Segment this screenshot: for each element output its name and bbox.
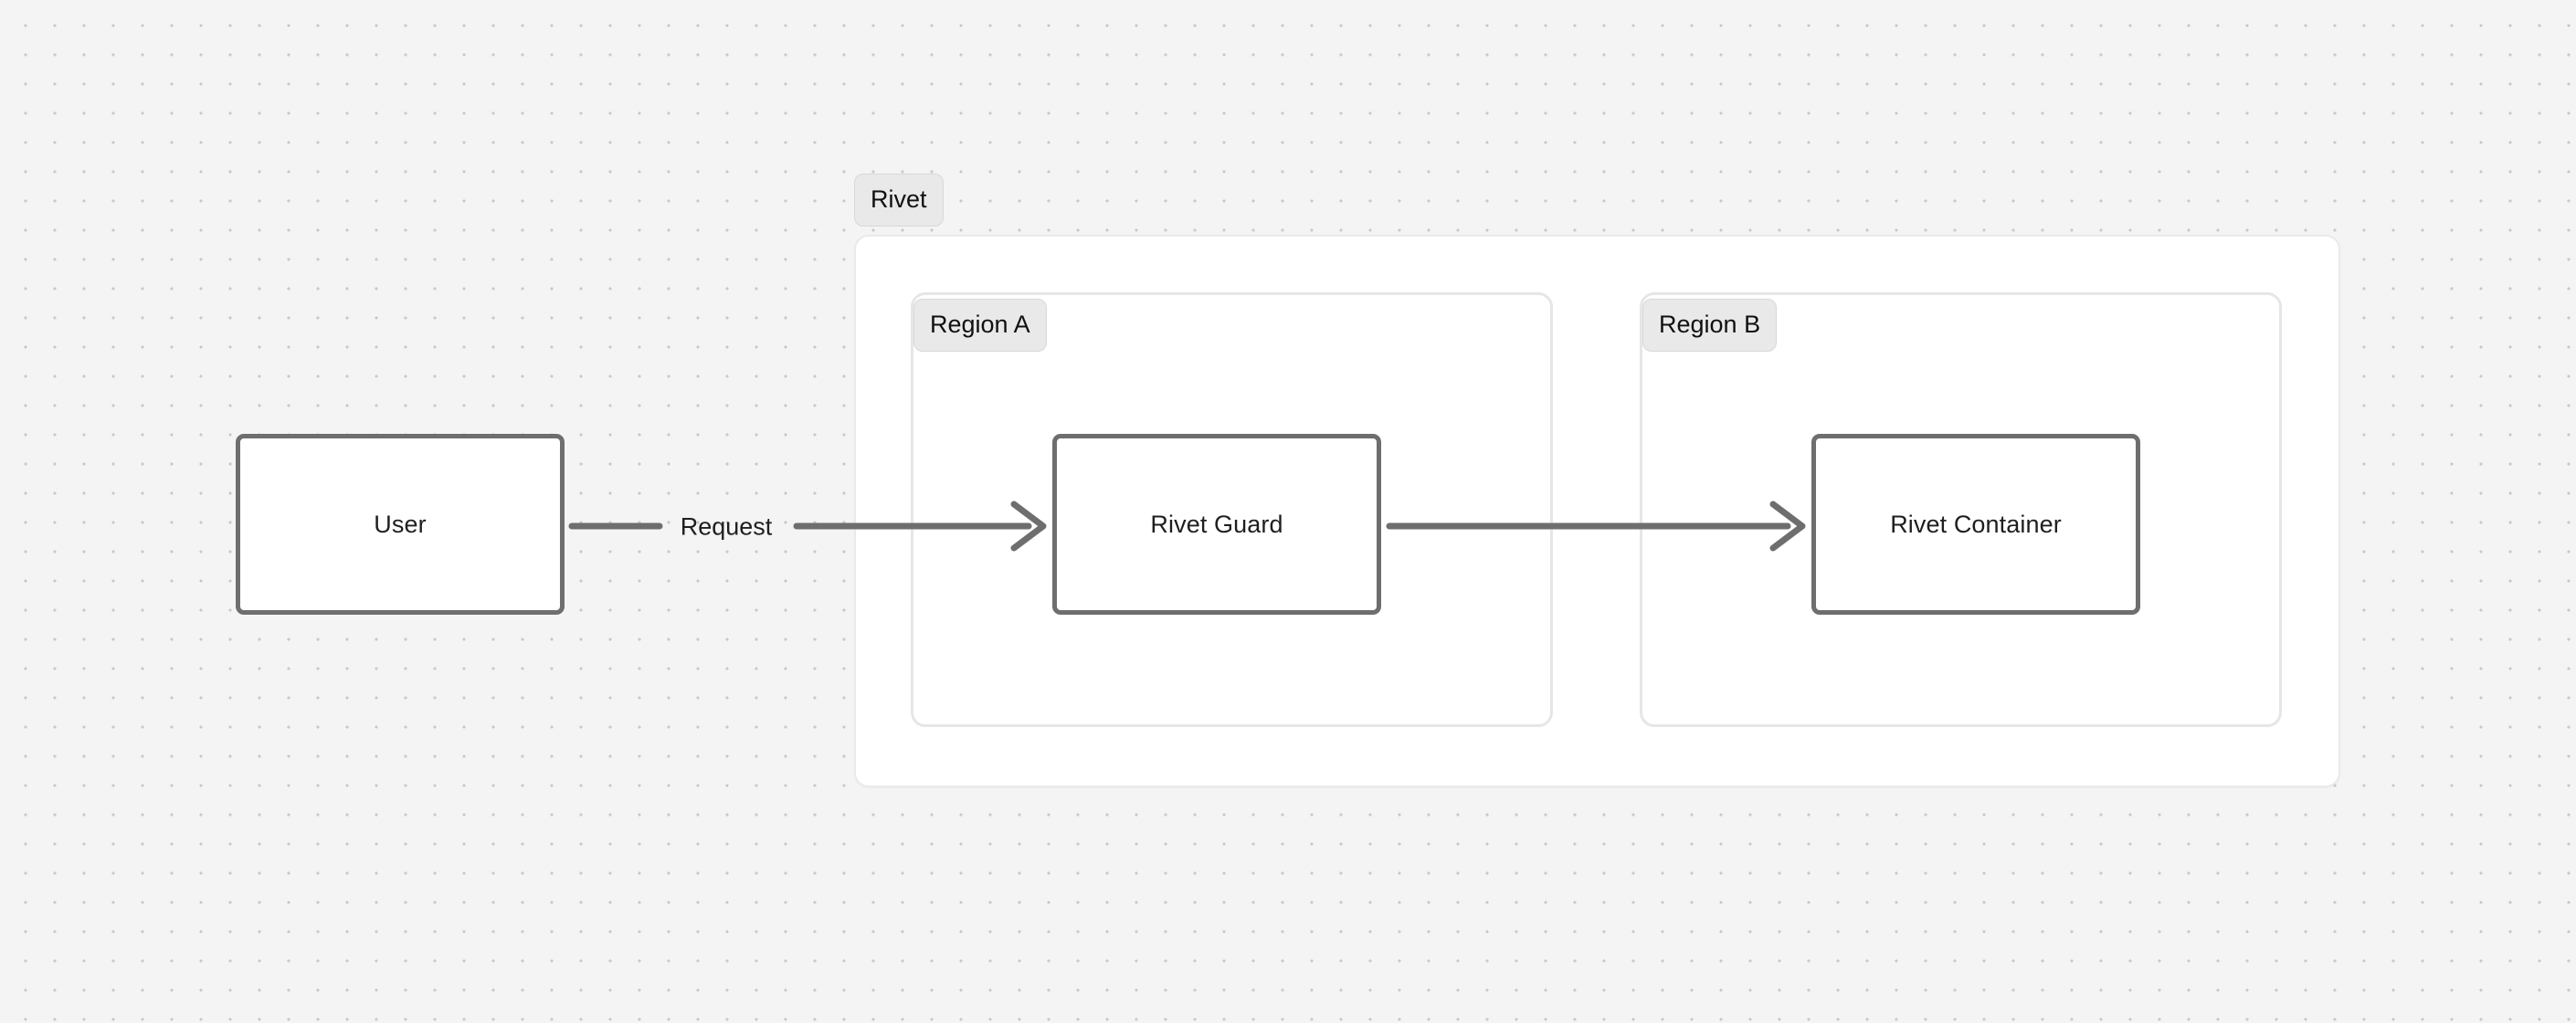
node-rivet-guard-label: Rivet Guard	[1150, 510, 1283, 538]
edge-label-request: Request	[680, 512, 773, 541]
node-user-label: User	[374, 510, 427, 538]
group-label-rivet[interactable]: Rivet	[854, 174, 944, 227]
node-rivet-container-label: Rivet Container	[1890, 510, 2062, 538]
node-rivet-container[interactable]: Rivet Container	[1811, 434, 2140, 615]
node-user[interactable]: User	[236, 434, 565, 615]
group-label-region-a[interactable]: Region A	[913, 299, 1047, 352]
node-rivet-guard[interactable]: Rivet Guard	[1052, 434, 1381, 615]
group-label-region-b[interactable]: Region B	[1642, 299, 1778, 352]
